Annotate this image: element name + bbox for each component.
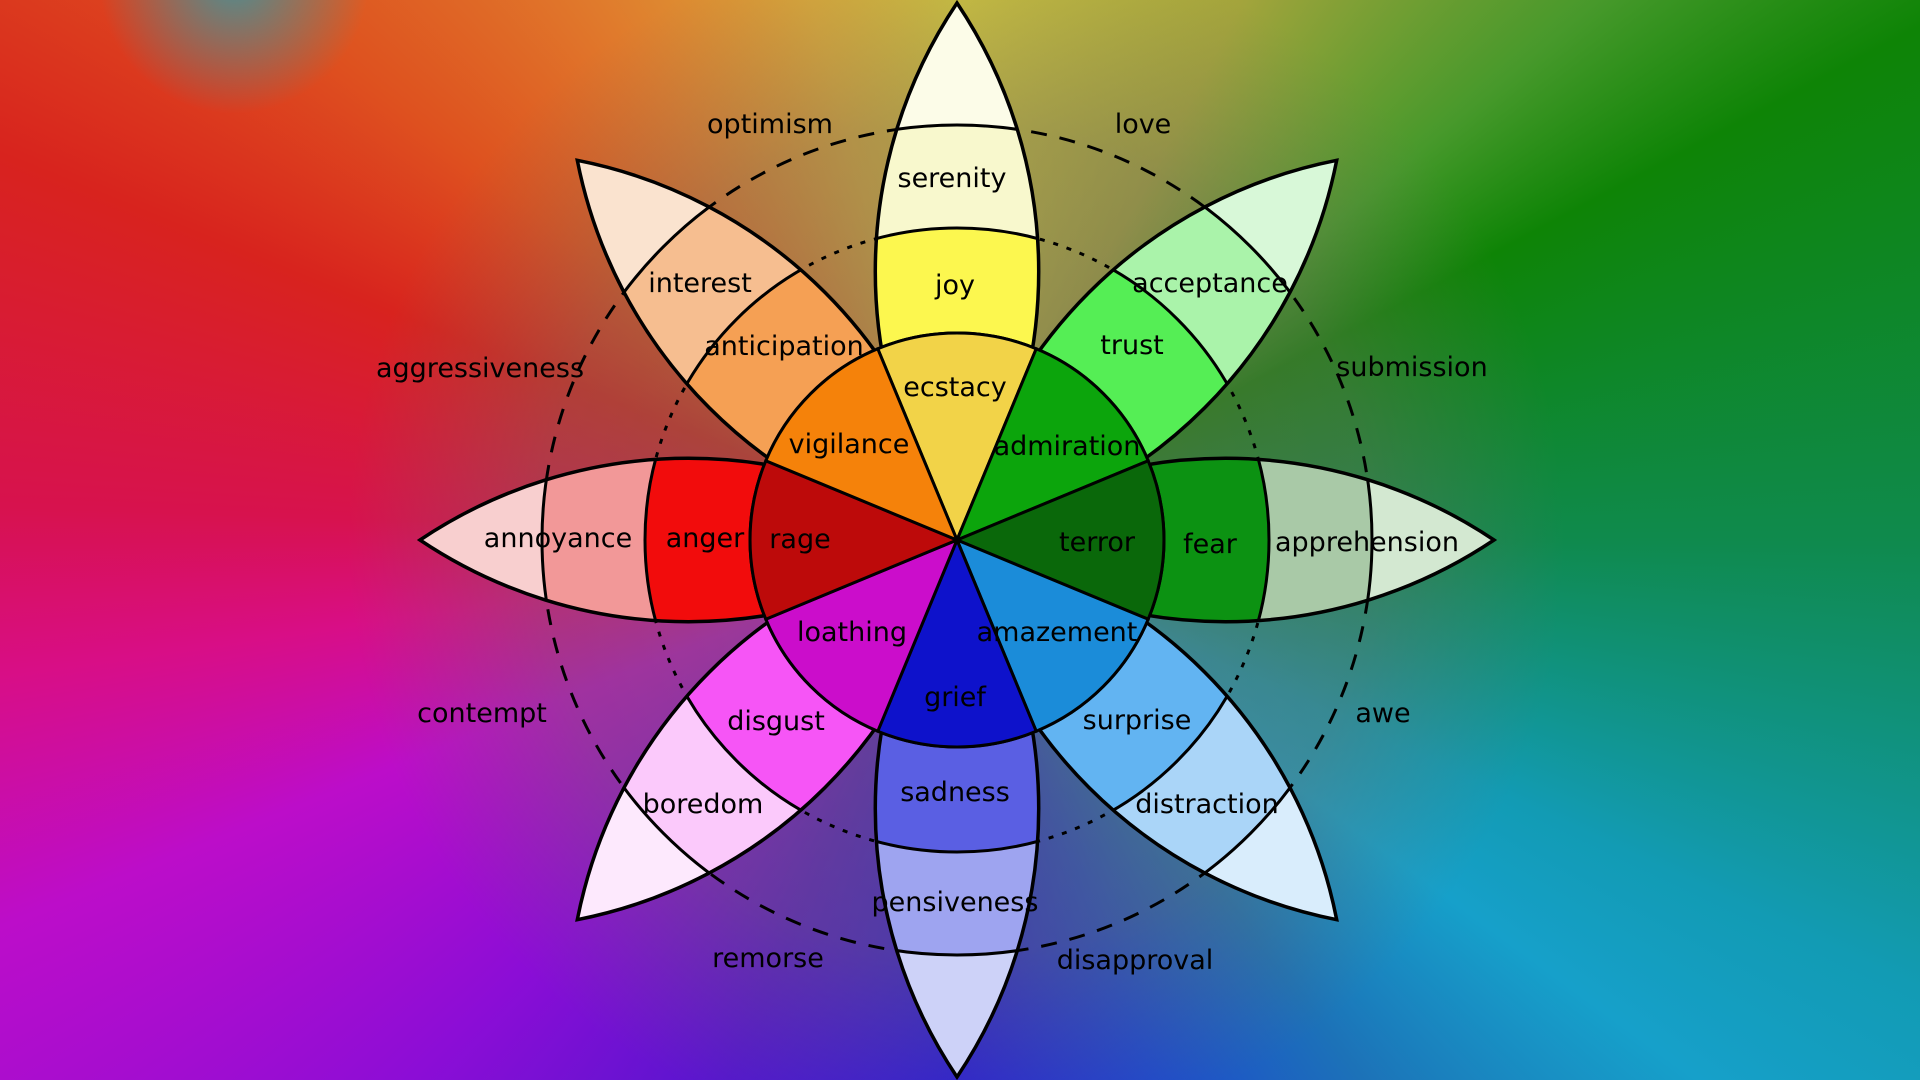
petal-anticipation-middle (645, 228, 957, 541)
label-love: love (1115, 109, 1172, 140)
label-anticipation: anticipation (704, 331, 864, 362)
label-acceptance: acceptance (1132, 268, 1288, 299)
wedge-loathing (763, 537, 960, 734)
label-joy: joy (934, 270, 975, 301)
label-aggressiveness: aggressiveness (376, 353, 584, 384)
label-boredom: boredom (643, 789, 764, 820)
label-rage: rage (769, 524, 830, 555)
wedge-grief (875, 536, 1039, 749)
label-anger: anger (666, 523, 745, 554)
wedge-terror (953, 458, 1166, 622)
label-distraction: distraction (1135, 789, 1279, 820)
wedge-rage (748, 458, 961, 622)
label-submission: submission (1336, 352, 1487, 383)
label-disapproval: disapproval (1057, 945, 1214, 976)
label-interest: interest (648, 268, 752, 299)
label-contempt: contempt (417, 698, 547, 729)
wedge-amazement (954, 537, 1151, 734)
label-loathing: loathing (797, 617, 907, 648)
label-annoyance: annoyance (484, 523, 632, 554)
label-trust: trust (1100, 330, 1163, 361)
label-optimism: optimism (707, 109, 833, 140)
label-grief: grief (924, 682, 987, 713)
label-serenity: serenity (898, 163, 1007, 194)
wedge-admiration (954, 346, 1151, 543)
label-sadness: sadness (900, 777, 1010, 808)
label-ecstacy: ecstacy (903, 372, 1006, 403)
label-surprise: surprise (1083, 705, 1192, 736)
wedge-ecstacy (875, 331, 1039, 544)
wedge-vigilance (763, 346, 960, 543)
label-disgust: disgust (727, 706, 825, 737)
label-vigilance: vigilance (789, 429, 910, 460)
label-terror: terror (1059, 527, 1136, 558)
label-fear: fear (1183, 529, 1238, 560)
label-admiration: admiration (994, 431, 1141, 462)
petal-trust-middle (957, 228, 1269, 541)
label-remorse: remorse (712, 943, 824, 974)
petal-surprise-middle (957, 540, 1269, 852)
label-awe: awe (1355, 698, 1410, 729)
label-amazement: amazement (977, 617, 1138, 648)
label-pensiveness: pensiveness (872, 887, 1039, 918)
label-apprehension: apprehension (1275, 527, 1459, 558)
petal-disgust-middle (645, 540, 957, 852)
